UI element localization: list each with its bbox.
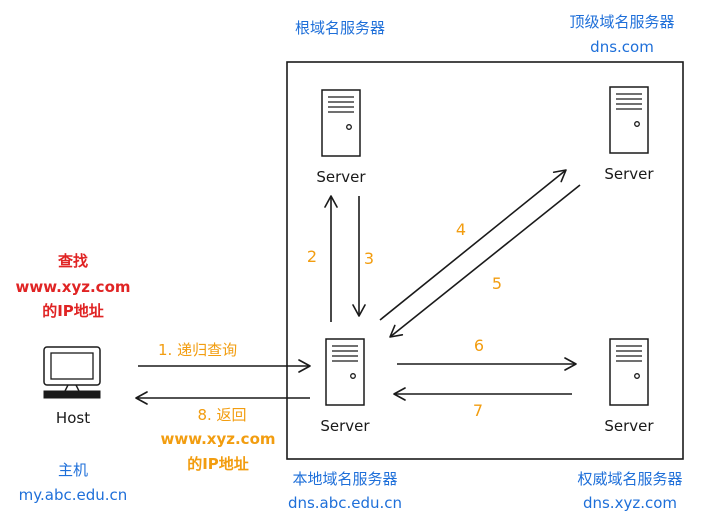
auth-server-title: 权威域名服务器 [577,470,682,488]
query-label-line1: 查找 [58,252,88,270]
server-label: Server [604,417,654,435]
arrow-step-4 [379,169,567,321]
step-7-label: 7 [473,401,483,420]
arrow-step-5 [389,184,581,338]
local-server-domain: dns.abc.edu.cn [288,494,402,512]
step-6-label: 6 [474,336,484,355]
server-group-frame [286,61,684,460]
server-label: Server [320,417,370,435]
tld-server-title: 顶级域名服务器 [569,13,674,31]
root-server-title: 根域名服务器 [295,19,385,37]
local-server-title: 本地域名服务器 [292,470,397,488]
server-icon [325,338,365,406]
query-label-line3: 的IP地址 [42,302,104,320]
host-label: Host [56,409,90,427]
host-domain: my.abc.edu.cn [19,486,128,504]
query-label-line2: www.xyz.com [15,278,130,296]
computer-icon [43,346,101,399]
server-icon [609,338,649,406]
tld-server-domain: dns.com [590,38,654,56]
root-server: Server 根域名服务器 [295,19,385,186]
host: Host 主机 my.abc.edu.cn 查找 www.xyz.com 的IP… [15,252,130,504]
server-icon [609,86,649,154]
step-8-ip: 的IP地址 [187,455,249,473]
step-5-label: 5 [492,274,502,293]
server-label: Server [316,168,366,186]
step-8-label: 8. 返回 [197,406,246,424]
step-2-label: 2 [307,247,317,266]
step-1-label: 1. 递归查询 [158,341,237,359]
auth-server: Server 权威域名服务器 dns.xyz.com [577,338,683,512]
step-4-label: 4 [456,220,466,239]
local-server: Server 本地域名服务器 dns.abc.edu.cn [288,338,402,512]
step-3-label: 3 [364,249,374,268]
server-icon [321,89,361,157]
server-label: Server [604,165,654,183]
step-8-domain: www.xyz.com [160,430,275,448]
auth-server-domain: dns.xyz.com [583,494,677,512]
host-title: 主机 [58,461,88,479]
tld-server: Server 顶级域名服务器 dns.com [569,13,674,183]
